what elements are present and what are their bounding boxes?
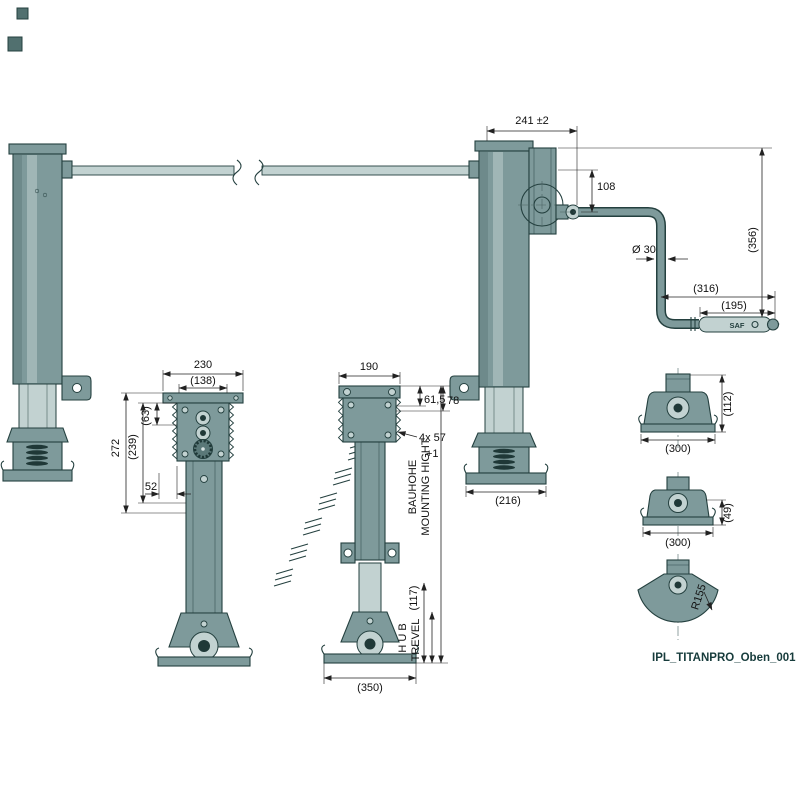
dim-label-foot-height-mid: (49) bbox=[722, 503, 734, 523]
dim-grip-length: (195) bbox=[699, 300, 776, 317]
dim-crank-offset: 108 bbox=[558, 169, 615, 213]
dim-leg-base-width: (216) bbox=[465, 486, 547, 507]
ear-bolt-hole bbox=[459, 383, 469, 393]
drawing-id: IPL_TITANPRO_Oben_001 bbox=[652, 652, 796, 664]
rocker-body bbox=[637, 573, 719, 623]
front-foot-plate bbox=[157, 656, 251, 667]
right-foot-bracket bbox=[471, 432, 537, 448]
front-top-plate bbox=[162, 392, 244, 404]
gearbox-plate bbox=[528, 147, 557, 235]
foot-base-plate bbox=[640, 423, 716, 433]
shaft-coupler-right bbox=[468, 160, 480, 179]
right-foot-plate bbox=[465, 472, 547, 485]
front-view bbox=[155, 392, 253, 667]
hub-label-line1: H U B bbox=[397, 623, 409, 652]
dim-top-width: 241 ±2 bbox=[486, 115, 578, 205]
dim-label-foot-width-mid: (300) bbox=[665, 537, 691, 549]
dim-label-foot-height-top: (112) bbox=[722, 392, 734, 417]
ear-bolt-hole bbox=[72, 383, 82, 393]
corner-mark bbox=[7, 36, 23, 52]
front-view-dims: 230 (138) (63) (239) 272 52 bbox=[110, 359, 244, 514]
foot-detail-top: (300) (112) bbox=[638, 368, 734, 455]
side-foot-plate bbox=[323, 653, 417, 664]
dim-label-crank-reach: (316) bbox=[693, 283, 719, 295]
foot-stem bbox=[666, 476, 690, 491]
foot-detail-mid: (300) (49) bbox=[640, 472, 734, 549]
left-foot-bracket bbox=[6, 427, 69, 443]
break-symbol bbox=[232, 159, 242, 186]
dim-label-front-height: 272 bbox=[110, 439, 122, 457]
dim-label-foot-width-top: (300) bbox=[665, 443, 691, 455]
dim-label-edge-offset: 78 bbox=[447, 395, 459, 407]
left-leg bbox=[0, 143, 92, 482]
dim-label-crank-height: (356) bbox=[747, 227, 759, 253]
corner-mark bbox=[16, 7, 29, 20]
dim-label-leg-base-width: (216) bbox=[495, 495, 521, 507]
left-leg-cap bbox=[8, 143, 67, 155]
right-leg-column bbox=[478, 150, 530, 388]
dim-label-side-width: 190 bbox=[360, 361, 378, 373]
foot-detail-rocker: R155 bbox=[637, 554, 719, 640]
right-leg-inner-tube bbox=[484, 386, 524, 434]
housing-teeth-left bbox=[171, 402, 178, 461]
shaft-coupler-left bbox=[61, 160, 73, 179]
spring-coil bbox=[26, 444, 48, 450]
hub-label-line2: TREVEL bbox=[410, 619, 422, 662]
grip-end-ball bbox=[766, 318, 780, 331]
brand-label: SAF bbox=[730, 321, 745, 330]
dim-rod-diameter: Ø 30 bbox=[632, 244, 688, 262]
front-column bbox=[185, 460, 223, 614]
crank-rod bbox=[578, 208, 699, 328]
housing-bolt bbox=[181, 406, 189, 414]
dim-label-rod-diameter: Ø 30 bbox=[632, 244, 656, 256]
corner-marks bbox=[7, 7, 29, 52]
dim-label-grip-length: (195) bbox=[721, 300, 747, 312]
foot-stem bbox=[665, 373, 691, 393]
dim-label-foot-offset: 52 bbox=[145, 481, 157, 493]
dim-label-front-width: 230 bbox=[194, 359, 212, 371]
dim-label-gear-span: (63) bbox=[140, 406, 152, 426]
crank-assembly: SAF bbox=[560, 207, 782, 333]
housing-teeth-right bbox=[395, 397, 402, 443]
side-view-dims: 190 61,5 78 4x 57 +1 BAUHOHE MOUNTING HI… bbox=[323, 361, 459, 694]
dim-label-front-inner-width: (138) bbox=[190, 375, 216, 387]
side-inner-tube bbox=[358, 562, 382, 613]
spring-coil bbox=[493, 448, 515, 454]
side-column bbox=[354, 441, 386, 561]
mounting-height-label-de: BAUHOHE bbox=[407, 460, 419, 514]
left-foot-plate bbox=[2, 469, 73, 482]
dim-label-side-base-width: (350) bbox=[357, 682, 383, 694]
right-leg bbox=[449, 140, 581, 485]
dim-crank-reach: (316) bbox=[660, 283, 776, 319]
brand-logo-ring bbox=[751, 320, 759, 329]
cross-shaft-left-half bbox=[71, 165, 235, 176]
right-leg-cap bbox=[474, 140, 534, 152]
dim-label-foot-drop: (117) bbox=[408, 586, 420, 611]
crank-grip: SAF bbox=[698, 316, 780, 333]
dim-label-top-width: 241 ±2 bbox=[515, 115, 549, 127]
housing-teeth-right bbox=[228, 402, 235, 461]
dim-label-bolt-tolerance: +1 bbox=[426, 448, 439, 460]
cross-shaft-right-half bbox=[261, 165, 470, 176]
dim-label-hole-offset: 61,5 bbox=[424, 394, 445, 406]
front-foot-bracket bbox=[168, 612, 240, 648]
cross-shaft bbox=[71, 159, 480, 186]
left-leg-inner-tube bbox=[18, 383, 57, 429]
dim-crank-height: (356) bbox=[558, 147, 772, 318]
dim-label-plate-span: (239) bbox=[127, 434, 139, 460]
housing-teeth-left bbox=[337, 397, 344, 443]
side-view bbox=[321, 385, 419, 664]
side-foot-bracket bbox=[340, 611, 400, 643]
mounting-height-label-en: MOUNTING HIGHT bbox=[420, 438, 432, 535]
foot-base-plate bbox=[642, 516, 714, 526]
dim-label-crank-offset: 108 bbox=[597, 181, 615, 193]
break-symbol bbox=[254, 159, 264, 186]
